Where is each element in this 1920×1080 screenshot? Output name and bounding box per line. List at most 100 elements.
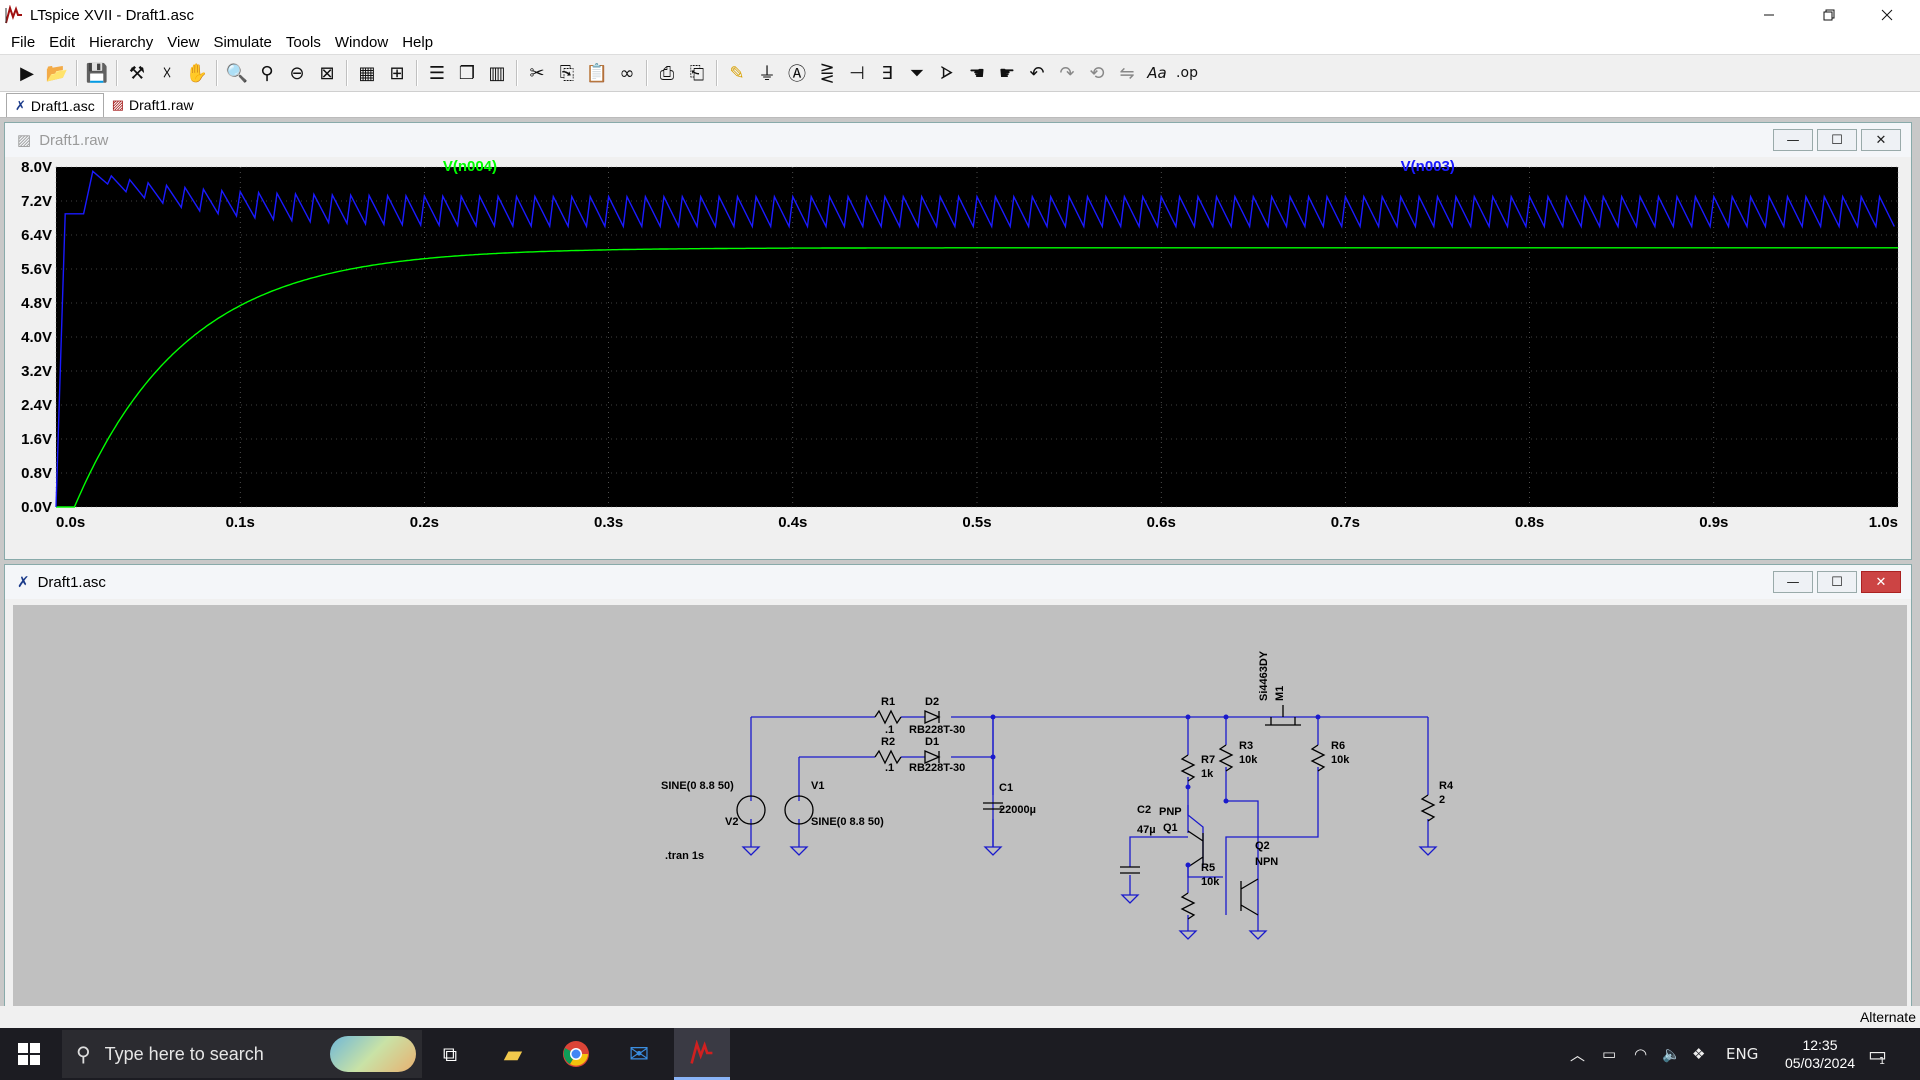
mosfet-m1[interactable] bbox=[1265, 705, 1301, 726]
menu-hierarchy[interactable]: Hierarchy bbox=[89, 33, 154, 51]
menu-simulate[interactable]: Simulate bbox=[213, 33, 272, 51]
diode-d2[interactable] bbox=[924, 710, 941, 724]
label-d2: D2 bbox=[925, 696, 939, 708]
volume-indicator[interactable]: 🔈 bbox=[1662, 1028, 1681, 1080]
print-button[interactable]: ⎙ bbox=[652, 58, 682, 88]
copy-button[interactable]: ⎘ bbox=[552, 58, 582, 88]
autorange-button[interactable]: ▦ bbox=[352, 58, 382, 88]
show-hidden-icons-button[interactable]: ︿ bbox=[1570, 1028, 1585, 1080]
waveform-plot[interactable]: 8.0V7.2V6.4V5.6V4.8V4.0V3.2V2.4V1.6V0.8V… bbox=[6, 157, 1910, 557]
taskbar-search-box[interactable]: ⚲ Type here to search bbox=[62, 1030, 422, 1078]
voltage-source-v1[interactable] bbox=[784, 795, 814, 825]
menu-window[interactable]: Window bbox=[334, 33, 389, 51]
ltspice-taskbar-button[interactable] bbox=[674, 1028, 730, 1080]
paste-button[interactable]: 📋 bbox=[582, 58, 612, 88]
waveform-maximize-button[interactable]: ☐ bbox=[1817, 129, 1857, 151]
redo-button[interactable]: ↷ bbox=[1052, 58, 1082, 88]
menu-tools[interactable]: Tools bbox=[285, 33, 321, 51]
transistor-q1[interactable] bbox=[1187, 830, 1204, 868]
dropbox-indicator[interactable]: ❖ bbox=[1692, 1028, 1705, 1080]
inductor-button[interactable]: ∃ bbox=[872, 58, 902, 88]
move-button[interactable]: ☚ bbox=[962, 58, 992, 88]
save-button[interactable]: 💾 bbox=[82, 58, 112, 88]
ground-button[interactable]: ⏚ bbox=[752, 58, 782, 88]
tab-draft1-asc[interactable]: ✗ Draft1.asc bbox=[6, 93, 104, 117]
file-explorer-button[interactable]: ▰ bbox=[485, 1028, 541, 1080]
zoom-in-button[interactable]: 🔍 bbox=[222, 58, 252, 88]
rotate-button[interactable]: ⟲ bbox=[1082, 58, 1112, 88]
grid-button[interactable]: ⊞ bbox=[382, 58, 412, 88]
capacitor-button[interactable]: ⊣ bbox=[842, 58, 872, 88]
resistor-r4[interactable] bbox=[1420, 794, 1436, 822]
taskbar-clock[interactable]: 12:35 05/03/2024 bbox=[1776, 1036, 1864, 1072]
spice-directive-button[interactable]: .op bbox=[1172, 58, 1202, 88]
resistor-r2[interactable] bbox=[874, 749, 902, 765]
menu-help[interactable]: Help bbox=[402, 33, 434, 51]
mirror-button[interactable]: ⇋ bbox=[1112, 58, 1142, 88]
diode-button[interactable]: ⏷ bbox=[902, 58, 932, 88]
drag-button[interactable]: ☛ bbox=[992, 58, 1022, 88]
ground-icon bbox=[1418, 846, 1438, 856]
component-button[interactable]: ᗌ bbox=[932, 58, 962, 88]
diode-d1[interactable] bbox=[924, 750, 941, 764]
control-panel-button[interactable]: ⚒ bbox=[122, 58, 152, 88]
waveform-minimize-button[interactable]: — bbox=[1773, 129, 1813, 151]
resistor-r7[interactable] bbox=[1180, 754, 1196, 782]
chrome-button[interactable] bbox=[548, 1028, 604, 1080]
waveform-window-titlebar[interactable]: ▨ Draft1.raw — ☐ ✕ bbox=[5, 123, 1911, 157]
language-indicator[interactable]: ENG bbox=[1726, 1028, 1758, 1080]
restore-button[interactable] bbox=[1800, 0, 1858, 30]
resistor-r1[interactable] bbox=[874, 709, 902, 725]
zoom-out-button[interactable]: ⊖ bbox=[282, 58, 312, 88]
cascade-button[interactable]: ❐ bbox=[452, 58, 482, 88]
transistor-q2[interactable] bbox=[1240, 878, 1259, 916]
schematic-maximize-button[interactable]: ☐ bbox=[1817, 571, 1857, 593]
resistor-r5[interactable] bbox=[1180, 892, 1196, 920]
close-button[interactable] bbox=[1858, 0, 1916, 30]
run-button[interactable]: ▶ bbox=[12, 58, 42, 88]
label-d1-value: RB228T-30 bbox=[909, 762, 965, 774]
minimize-button[interactable] bbox=[1740, 0, 1798, 30]
zoom-pan-button[interactable]: ⚲ bbox=[252, 58, 282, 88]
undo-button[interactable]: ↶ bbox=[1022, 58, 1052, 88]
task-view-button[interactable]: ⧉ bbox=[422, 1028, 478, 1080]
resistor-button[interactable]: ⋛ bbox=[812, 58, 842, 88]
capacitor-c1[interactable] bbox=[983, 802, 1003, 810]
resistor-r3[interactable] bbox=[1218, 744, 1234, 772]
notifications-button[interactable]: ▭ 1 bbox=[1868, 1028, 1887, 1080]
tile-horizontal-button[interactable]: ☰ bbox=[422, 58, 452, 88]
open-button[interactable]: 📂 bbox=[42, 58, 72, 88]
menu-view[interactable]: View bbox=[167, 33, 200, 51]
text-button[interactable]: Aa bbox=[1142, 58, 1172, 88]
voltage-source-v2[interactable] bbox=[736, 795, 766, 825]
schematic-window-titlebar[interactable]: ✗ Draft1.asc — ☐ ✕ bbox=[5, 565, 1911, 599]
mail-button[interactable]: ✉ bbox=[611, 1028, 667, 1080]
find-button[interactable]: ∞ bbox=[612, 58, 642, 88]
start-button[interactable] bbox=[0, 1028, 58, 1080]
print-preview-button[interactable]: ⎗ bbox=[682, 58, 712, 88]
zoom-fit-button[interactable]: ⊠ bbox=[312, 58, 342, 88]
schematic-canvas[interactable]: R1 .1 R2 .1 D2 RB228T-30 D1 RB228T-30 C1… bbox=[13, 605, 1907, 1080]
y-tick-label: 0.8V bbox=[21, 465, 52, 482]
tile-vertical-button[interactable]: ▥ bbox=[482, 58, 512, 88]
label-c1-value: 22000µ bbox=[999, 804, 1036, 816]
redo-icon: ↷ bbox=[1059, 62, 1075, 84]
pan-button[interactable]: ✋ bbox=[182, 58, 212, 88]
resistor-r6[interactable] bbox=[1310, 744, 1326, 772]
tab-draft1-raw[interactable]: ▨ Draft1.raw bbox=[104, 93, 202, 117]
label-net-button[interactable]: Ⓐ bbox=[782, 58, 812, 88]
language-text: ENG bbox=[1726, 1045, 1759, 1063]
battery-indicator[interactable]: ▭ bbox=[1602, 1028, 1616, 1080]
draw-wire-button[interactable]: ✎ bbox=[722, 58, 752, 88]
menu-edit[interactable]: Edit bbox=[49, 33, 76, 51]
schematic-minimize-button[interactable]: — bbox=[1773, 571, 1813, 593]
network-indicator[interactable]: ◠ bbox=[1634, 1028, 1647, 1080]
capacitor-c2[interactable] bbox=[1120, 866, 1140, 874]
label-m1: M1 bbox=[1274, 686, 1286, 701]
halt-button[interactable]: ☓ bbox=[152, 58, 182, 88]
waveform-close-button[interactable]: ✕ bbox=[1861, 129, 1901, 151]
menu-file[interactable]: File bbox=[11, 33, 36, 51]
cut-button[interactable]: ✂ bbox=[522, 58, 552, 88]
schematic-close-button[interactable]: ✕ bbox=[1861, 571, 1901, 593]
status-bar: Alternate bbox=[0, 1006, 1920, 1028]
